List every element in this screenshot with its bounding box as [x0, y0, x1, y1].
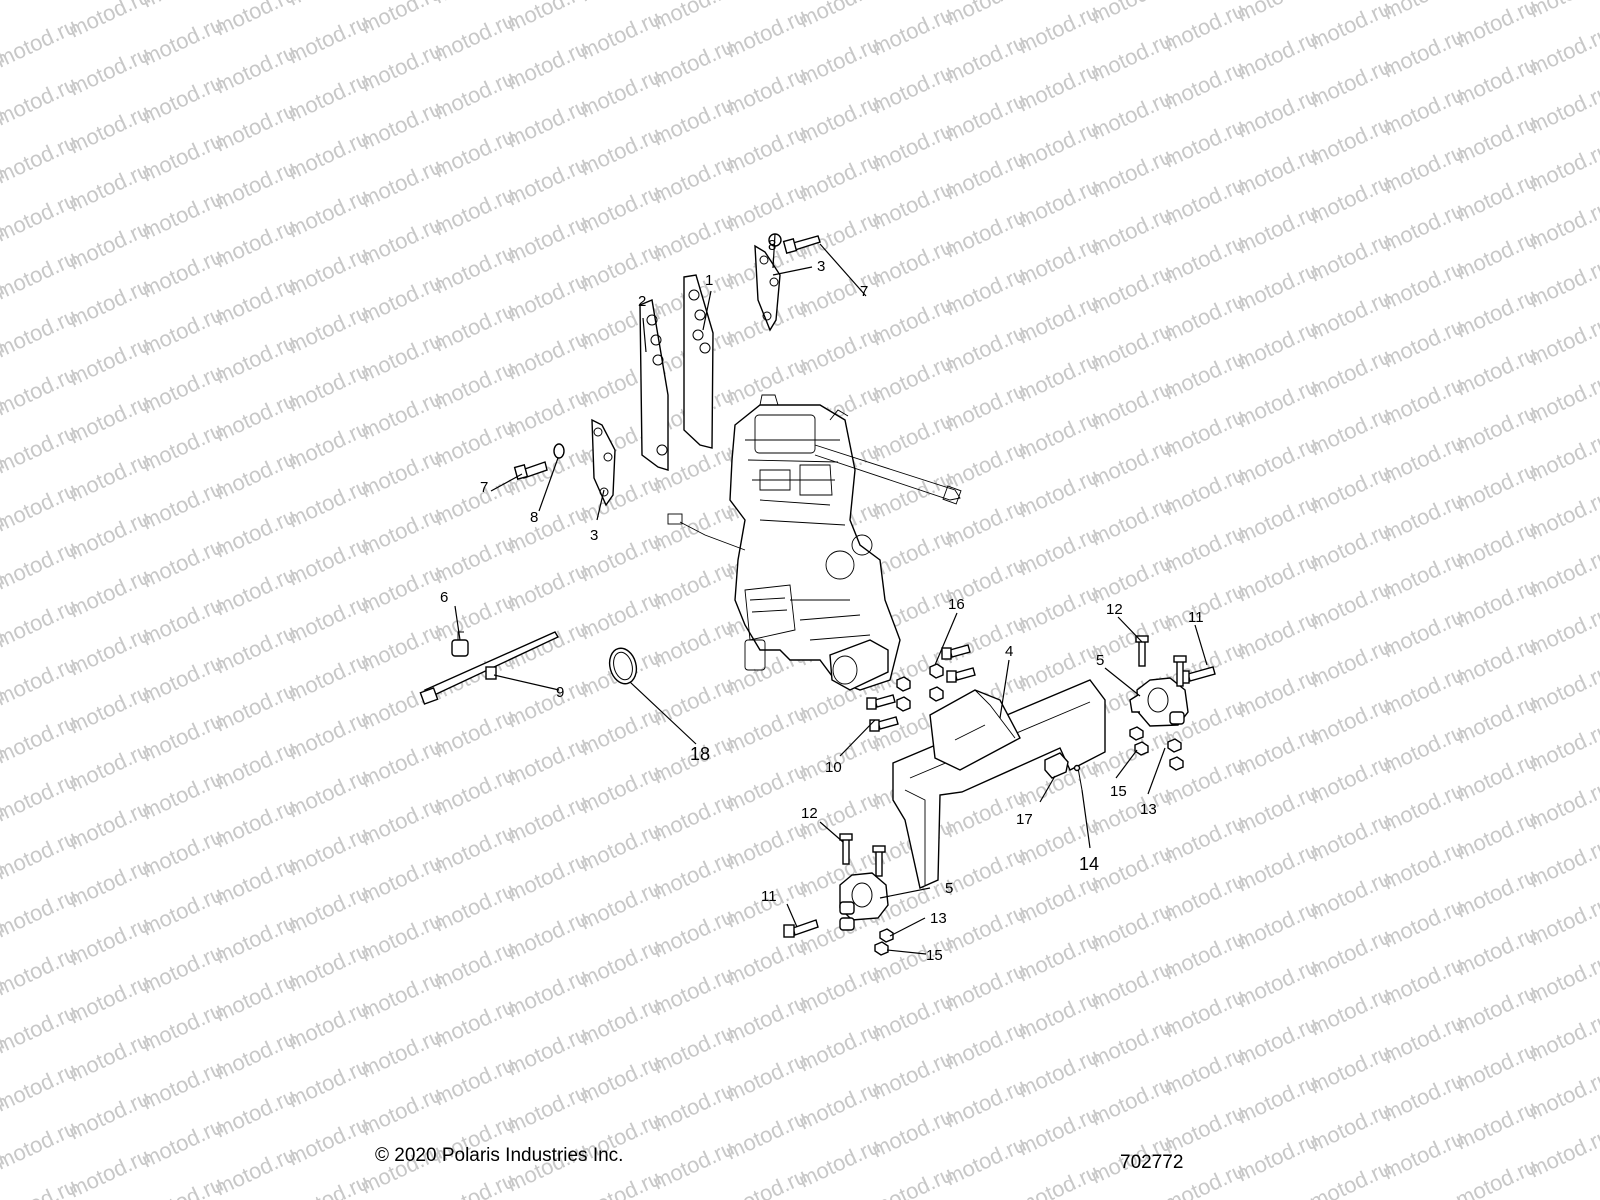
watermark-text: motod.ru — [1525, 427, 1600, 486]
callout-3-upper: 3 — [817, 258, 825, 275]
watermark-text: motod.ru — [649, 0, 738, 35]
watermark-text: motod.ru — [1525, 195, 1600, 254]
callout-1: 1 — [705, 272, 713, 289]
watermark-text: motod.ru — [284, 0, 373, 11]
callout-10: 10 — [825, 759, 842, 776]
watermark-text: motod.ru — [503, 0, 592, 37]
watermark-text: motod.ru — [1087, 0, 1176, 29]
engine-assembly — [667, 394, 962, 691]
callout-6: 6 — [440, 589, 448, 606]
watermark-text: motod.ru — [430, 0, 519, 9]
watermark-text: motod.ru — [941, 0, 1030, 31]
engine-mount-5-right — [1129, 677, 1189, 727]
watermark-text: motod.ru — [1525, 601, 1600, 660]
bolt-7-upper — [782, 235, 821, 254]
diagram-number: 702772 — [1120, 1152, 1184, 1173]
callout-13-right: 13 — [1140, 801, 1157, 818]
callout-12-right: 12 — [1106, 601, 1123, 618]
washer-8-lower — [553, 443, 565, 459]
callout-7-lower: 7 — [480, 479, 488, 496]
watermark-text: motod.ru — [1525, 1007, 1600, 1066]
nuts-13-15-right — [1129, 726, 1184, 771]
watermark-text: motod.ru — [1525, 949, 1600, 1008]
nuts-16 — [896, 663, 944, 712]
callout-15-right: 15 — [1110, 783, 1127, 800]
callout-14: 14 — [1079, 854, 1099, 874]
callout-5-right: 5 — [1096, 652, 1104, 669]
callout-16: 16 — [948, 596, 965, 613]
callout-11-left: 11 — [761, 888, 777, 905]
watermark-text: motod.ru — [795, 0, 884, 33]
copyright-notice: © 2020 Polaris Industries Inc. — [375, 1145, 624, 1166]
watermark-text: motod.ru — [1525, 311, 1600, 370]
bolt-7-lower — [513, 461, 548, 480]
clamp-18 — [608, 647, 638, 685]
callout-3-lower: 3 — [590, 527, 598, 544]
nuts-13-15-left — [874, 928, 894, 956]
bolts-12-right — [1135, 635, 1187, 687]
watermark-text: motod.ru — [1525, 253, 1600, 312]
watermark-text: motod.ru — [1525, 1065, 1600, 1124]
callout-12-left: 12 — [801, 805, 818, 822]
callout-13-left: 13 — [930, 910, 947, 927]
bolts-12-left — [839, 833, 886, 877]
watermark-text: motod.ru — [1525, 833, 1600, 892]
watermark-text: motod.ru — [1525, 1123, 1600, 1182]
bolt-11-left — [783, 919, 819, 938]
callout-9: 9 — [556, 684, 564, 701]
callout-2: 2 — [638, 293, 646, 310]
watermark-text: motod.ru — [1525, 775, 1600, 834]
watermark-text: motod.ru — [1525, 79, 1600, 138]
engine-mount-5-left — [839, 872, 889, 931]
bolts-10 — [866, 644, 976, 732]
bolt-11-right — [1178, 666, 1216, 684]
watermark-text: motod.ru — [211, 0, 300, 41]
watermark-text: motod.ru — [1525, 717, 1600, 776]
watermark-text: motod.ru — [1525, 137, 1600, 196]
watermark-text: motod.ru — [1525, 485, 1600, 544]
mounting-plate-3-lower — [591, 418, 616, 507]
watermark-text: motod.ru — [1525, 0, 1600, 23]
callout-5-left: 5 — [945, 880, 953, 897]
watermark-text: motod.ru — [138, 0, 227, 13]
watermark-text: motod.ru — [1525, 21, 1600, 80]
frame-bracket-4 — [892, 679, 1106, 889]
watermark-text: motod.ru — [1525, 659, 1600, 718]
watermark-text: motod.ru — [1525, 543, 1600, 602]
callout-8-lower: 8 — [530, 509, 538, 526]
watermark-text: motod.ru — [1525, 369, 1600, 428]
mounting-plate-3-upper — [754, 244, 781, 332]
pin-14 — [1077, 767, 1083, 791]
callout-labels: 1 2 3 3 4 5 5 6 7 7 8 8 9 10 11 11 12 12… — [440, 237, 1204, 964]
watermark-text: motod.ru — [1525, 891, 1600, 950]
callout-18: 18 — [690, 744, 710, 764]
leader-lines — [454, 233, 1208, 955]
rod-9 — [419, 631, 559, 705]
watermark-text: motod.ru — [357, 0, 446, 39]
callout-11-right: 11 — [1188, 609, 1204, 626]
callout-15-left: 15 — [926, 947, 943, 964]
clip-17 — [1044, 752, 1069, 779]
watermark-text: motod.ru — [1233, 0, 1322, 27]
callout-17: 17 — [1016, 811, 1033, 828]
mounting-plate-2 — [639, 299, 669, 471]
callout-8-upper: 8 — [768, 237, 776, 254]
callout-4: 4 — [1005, 643, 1013, 660]
watermark-text: motod.ru — [1379, 0, 1468, 25]
watermark-text: motod.ru — [65, 0, 154, 43]
callout-7-upper: 7 — [860, 283, 868, 300]
